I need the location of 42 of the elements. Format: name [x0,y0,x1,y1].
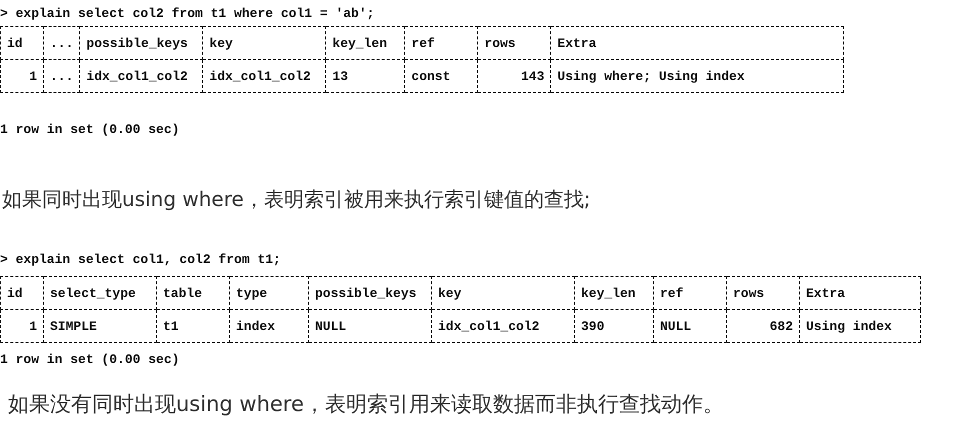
column-header: ref [654,276,726,310]
column-header: possible_keys [308,276,432,310]
column-header: id [0,276,44,310]
column-header: ref [404,26,478,60]
table-cell: idx_col1_col2 [202,60,326,92]
column-header: key_len [326,26,405,60]
table-cell: const [404,60,478,92]
result-summary: 1 row in set (0.00 sec) [0,122,180,137]
column-header: rows [726,276,800,310]
table-cell: NULL [308,310,432,342]
column-header: Extra [800,276,920,310]
table-cell: SIMPLE [44,310,156,342]
column-header: table [156,276,230,310]
column-header: select_type [44,276,156,310]
command-line: > explain select col1, col2 from t1; [0,252,281,267]
table-cell: 682 [726,310,800,342]
result-summary: 1 row in set (0.00 sec) [0,352,180,367]
table-cell: index [230,310,308,342]
note-text: 如果同时出现using where，表明索引被用来执行索引键值的查找; [2,186,591,213]
table-cell: idx_col1_col2 [80,60,203,92]
column-header: type [230,276,308,310]
table-cell: 13 [326,60,405,92]
column-header: possible_keys [80,26,203,60]
table-cell: 1 [0,310,44,342]
table-cell: idx_col1_col2 [432,310,574,342]
column-header: ... [44,26,80,60]
table-cell: 1 [0,60,44,92]
column-header: key [202,26,326,60]
command-line: > explain select col2 from t1 where col1 = 'ab'; [0,6,374,21]
column-header: Extra [550,26,844,60]
table-cell: 143 [478,60,551,92]
table-cell: Using where; Using index [550,60,844,92]
column-header: key_len [574,276,654,310]
table-cell: ... [44,60,80,92]
column-header: key [432,276,574,310]
column-header: id [0,26,44,60]
table-cell: t1 [156,310,230,342]
column-header: rows [478,26,551,60]
note-text: 如果没有同时出现using where，表明索引用来读取数据而非执行查找动作。 [8,391,724,418]
table-cell: NULL [654,310,726,342]
table-cell: Using index [800,310,920,342]
table-cell: 390 [574,310,654,342]
